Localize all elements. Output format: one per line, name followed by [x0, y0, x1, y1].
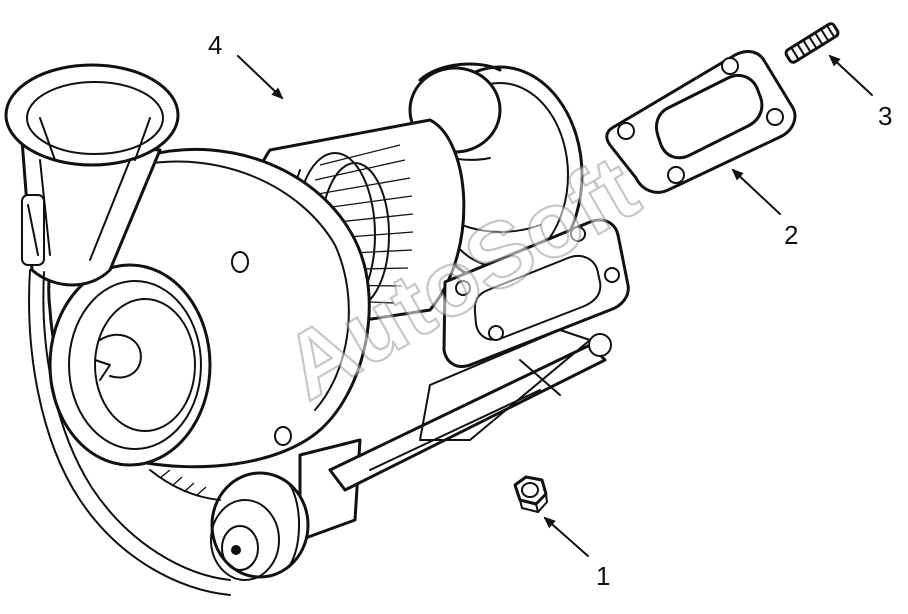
callout-number-3: 3: [878, 101, 892, 131]
gasket: [605, 50, 797, 194]
turbine-outlet-flange: [442, 218, 630, 368]
turbocharger-assembly: [4, 62, 630, 596]
nut: [513, 475, 548, 513]
callout-arrow-4: [237, 55, 284, 100]
wastegate-actuator: [210, 329, 612, 581]
callout-arrows: [237, 54, 873, 557]
compressor-outlet-pipe: [4, 63, 180, 287]
compressor-inlet: [48, 263, 212, 467]
callout-labels: 1 2 3 4: [208, 30, 892, 591]
callout-arrow-2: [731, 168, 781, 215]
callout-number-1: 1: [596, 561, 610, 591]
callout-arrow-3: [828, 54, 873, 96]
callout-arrow-1: [543, 516, 589, 557]
stud: [784, 22, 840, 64]
callout-number-2: 2: [784, 220, 798, 250]
oil-line: [28, 269, 231, 596]
callout-number-4: 4: [208, 30, 222, 60]
